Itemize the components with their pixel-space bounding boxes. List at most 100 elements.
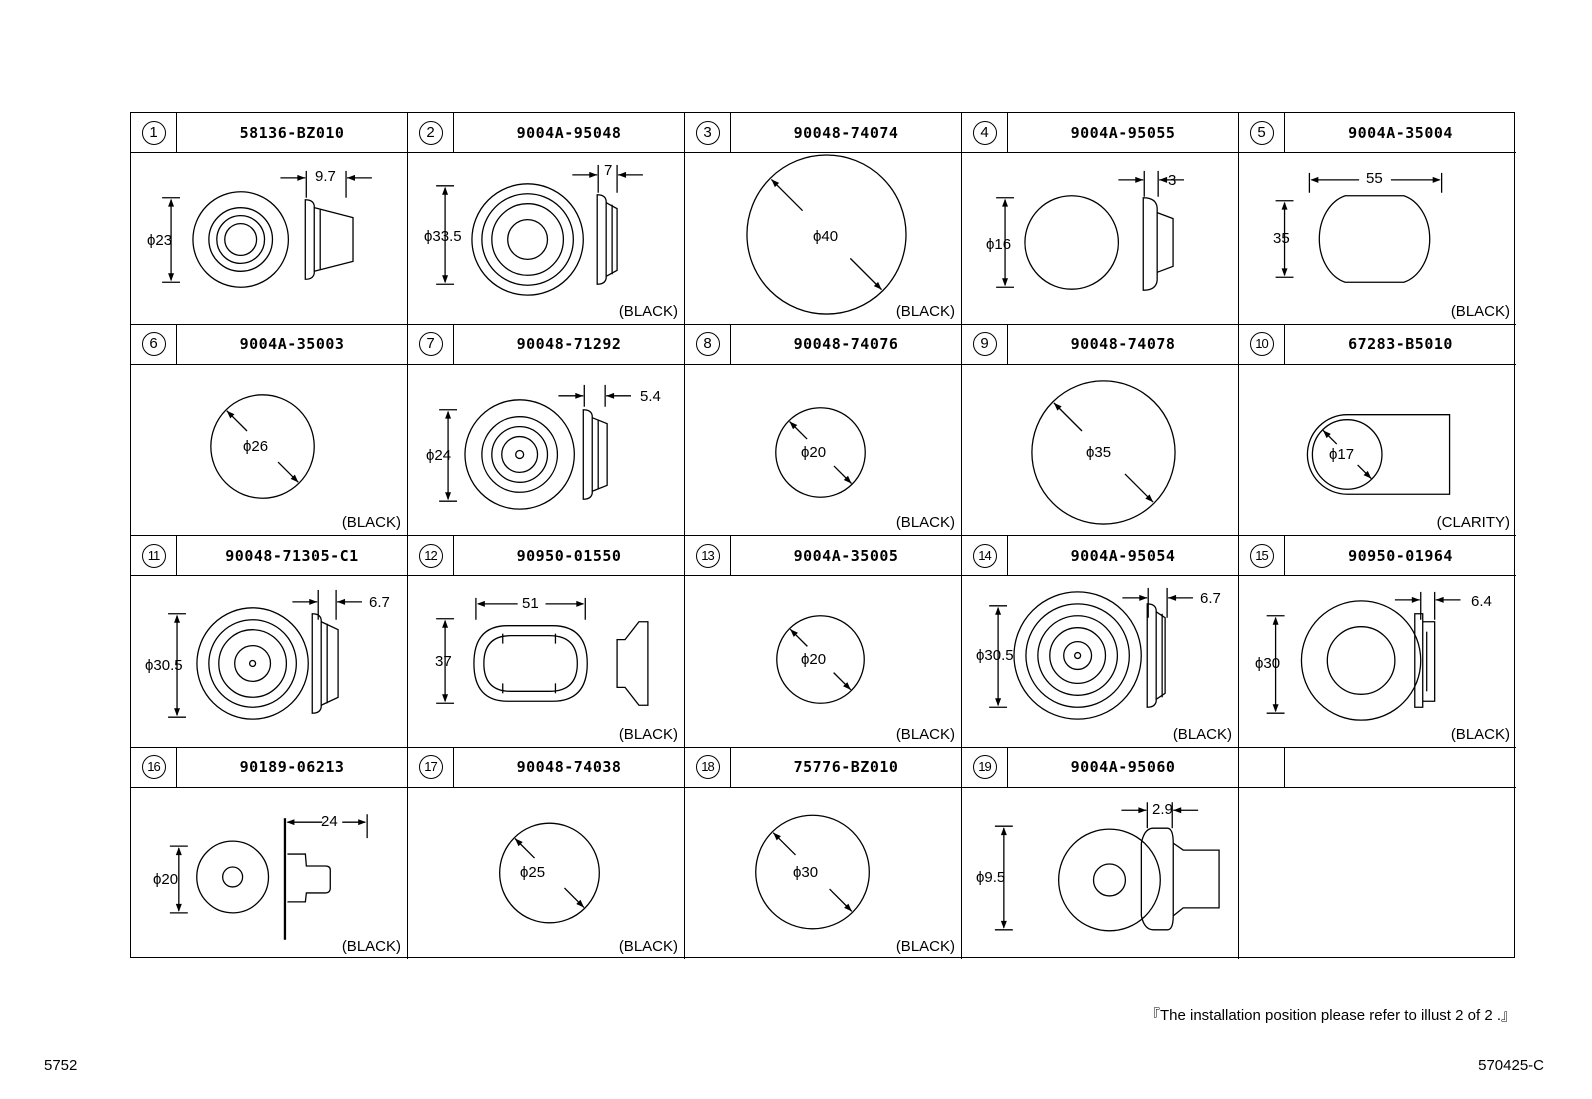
- dimension-arrow: [442, 694, 449, 703]
- ring: [216, 214, 266, 264]
- callout-number-box: 8: [685, 324, 731, 364]
- dimension-arrow: [442, 275, 449, 284]
- callout-number: 17: [418, 755, 443, 779]
- dimension-arrow: [174, 708, 181, 717]
- part-header: [1239, 747, 1516, 788]
- push-clip-icon: [169, 813, 368, 940]
- dimension-arrow: [873, 281, 882, 290]
- outer-ring: [471, 183, 584, 296]
- callout-number: 7: [418, 332, 443, 356]
- callout-number: 15: [1249, 543, 1274, 568]
- disc-outline: [775, 406, 866, 498]
- dimension-arrow: [995, 606, 1002, 615]
- dimension-arrow: [358, 818, 367, 825]
- callout-number: 13: [695, 543, 720, 568]
- ring: [1037, 615, 1119, 696]
- dimension-label: ϕ35: [1086, 443, 1112, 461]
- dimension-arrow: [589, 171, 598, 178]
- dimension-arrow: [1159, 176, 1168, 183]
- side-profile-flange: [311, 613, 322, 714]
- disc-outline: [499, 822, 600, 923]
- dimension-label: 9.7: [315, 168, 336, 185]
- dimension-arrow: [442, 619, 449, 628]
- callout-number-box: 4: [962, 113, 1008, 152]
- dimension-label: ϕ40: [813, 228, 839, 245]
- oval-plug-outline: [1318, 195, 1431, 283]
- ring: [208, 207, 274, 272]
- part-number: 9004A-95054: [1070, 546, 1176, 565]
- part-cell: 7 90048-71292 ϕ24 5.4: [408, 324, 685, 536]
- side-profile-flange: [304, 199, 315, 280]
- disc-outline: [210, 393, 315, 499]
- dimension-label: 51: [522, 595, 539, 612]
- dimension-label: 5.4: [640, 387, 661, 405]
- color-note: (BLACK): [1450, 302, 1510, 320]
- part-number: 58136-BZ010: [239, 123, 345, 142]
- center-hole: [222, 865, 244, 888]
- dimension-arrow: [771, 179, 780, 188]
- part-number: 90048-74038: [516, 758, 622, 776]
- dimension-arrow: [476, 600, 485, 607]
- dimension-arrow: [1363, 470, 1372, 479]
- disc-plug-with-side-profile-icon: [996, 170, 1185, 291]
- outer-ring: [1058, 828, 1161, 931]
- center-hole: [1074, 651, 1082, 660]
- dimension-label: ϕ24: [426, 446, 452, 464]
- ring: [1025, 603, 1130, 708]
- disc-outline: [746, 154, 907, 315]
- part-number: 67283-B5010: [1348, 335, 1453, 353]
- part-number: 75776-BZ010: [793, 758, 899, 776]
- outer-ring: [464, 398, 575, 510]
- part-number: 90048-74078: [1070, 335, 1176, 353]
- dimension-arrow: [1000, 920, 1007, 929]
- dimension-arrow: [175, 846, 182, 855]
- part-number: 90048-71292: [516, 335, 622, 353]
- ring: [234, 644, 272, 683]
- dimension-arrow: [1272, 616, 1279, 625]
- part-drawing: ϕ40(BLACK): [685, 153, 961, 324]
- dimension-arrow: [290, 474, 299, 482]
- dimension-arrow: [1139, 594, 1148, 601]
- dimension-arrow: [790, 629, 798, 637]
- dimension-label: ϕ30.5: [145, 657, 183, 674]
- dimension-arrow: [844, 903, 852, 911]
- callout-number: 16: [141, 755, 166, 779]
- dimension-arrow: [309, 598, 318, 605]
- dimension-label: 6.7: [369, 594, 390, 611]
- side-profile-body: [1155, 611, 1166, 700]
- dimension-label: ϕ20: [801, 651, 827, 668]
- ring-plug-with-side-profile-icon: [1266, 591, 1461, 721]
- callout-number: 3: [695, 120, 720, 145]
- side-profile-body: [616, 621, 649, 706]
- dimension-arrow: [337, 598, 346, 605]
- push-clip-body: [287, 852, 331, 903]
- dimension-arrow: [789, 420, 798, 429]
- part-number: 9004A-35004: [1348, 123, 1453, 142]
- callout-number: 12: [418, 543, 443, 568]
- part-header: 7 90048-71292: [408, 324, 684, 365]
- ring: [1063, 640, 1093, 671]
- part-drawing: ϕ30.5 6.7: [131, 576, 407, 747]
- dimension-label: 55: [1366, 170, 1383, 187]
- dimension-arrow: [347, 174, 355, 181]
- dimension-arrow: [575, 392, 584, 399]
- dimension-label: ϕ20: [153, 870, 179, 888]
- inner-ring: [224, 222, 258, 257]
- part-number: 9004A-95055: [1070, 123, 1176, 142]
- dimension-arrow: [175, 903, 182, 912]
- color-note: (BLACK): [1450, 725, 1510, 743]
- callout-number: 9: [972, 332, 997, 356]
